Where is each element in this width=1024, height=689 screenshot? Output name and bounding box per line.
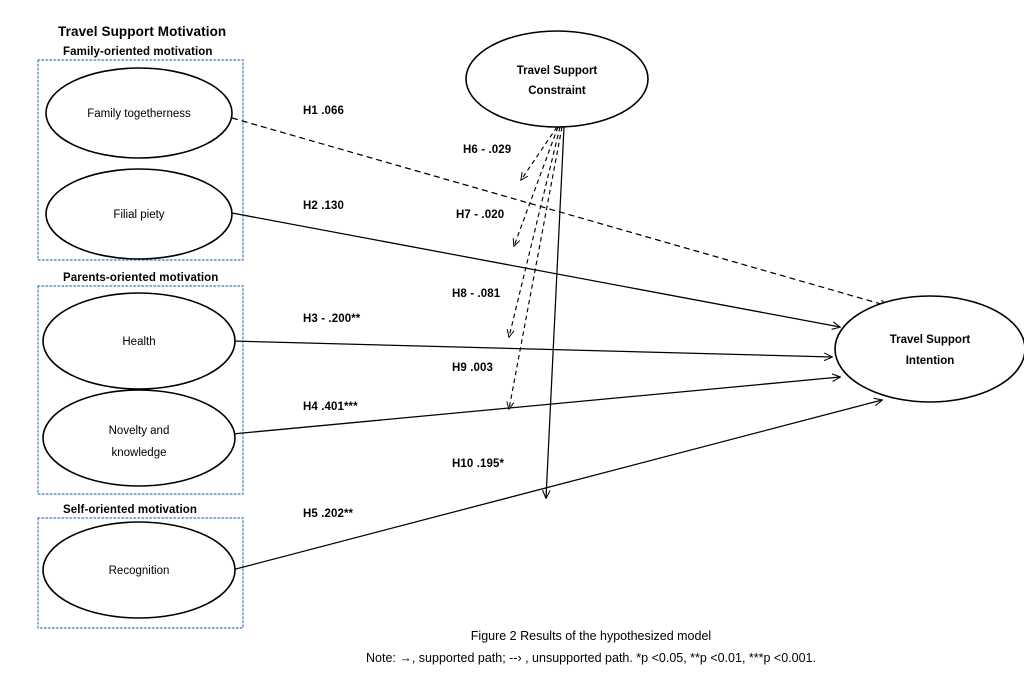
path-label-h7: H7 - .020 xyxy=(456,209,504,221)
path-h2-line xyxy=(231,212,840,327)
node-label-filial-piety: Filial piety xyxy=(113,209,164,221)
path-label-h3: H3 - .200** xyxy=(303,313,361,325)
node-family-togetherness[interactable] xyxy=(45,67,233,159)
group-box-family xyxy=(37,59,244,261)
path-h6-line xyxy=(521,126,558,180)
path-label-h2: H2 .130 xyxy=(303,200,344,212)
page-title: Travel Support Motivation xyxy=(58,24,226,39)
node-filial-piety[interactable] xyxy=(45,168,233,260)
node-novelty-knowledge[interactable] xyxy=(42,389,236,487)
node-recognition[interactable] xyxy=(42,521,236,619)
path-label-h8: H8 - .081 xyxy=(452,288,501,300)
node-label-novelty-line2: knowledge xyxy=(112,447,167,459)
node-label-intention-line1: Travel Support xyxy=(890,334,971,346)
node-label-recognition: Recognition xyxy=(109,565,170,577)
path-label-h9: H9 .003 xyxy=(452,362,493,374)
group-label-family: Family-oriented motivation xyxy=(63,46,213,58)
node-travel-support-intention[interactable] xyxy=(834,295,1024,403)
figure-caption-note: Note: →, supported path; --› , unsupport… xyxy=(366,651,816,665)
figure-caption-title: Figure 2 Results of the hypothesized mod… xyxy=(471,629,711,643)
group-box-parents xyxy=(37,285,244,495)
node-label-constraint-line1: Travel Support xyxy=(517,65,598,77)
node-label-health: Health xyxy=(122,336,155,348)
node-label-novelty-line1: Novelty and xyxy=(109,425,170,437)
node-label-constraint-line2: Constraint xyxy=(528,85,586,97)
node-label-intention-line2: Intention xyxy=(906,355,955,367)
path-h5-line xyxy=(231,400,882,571)
path-label-h1: H1 .066 xyxy=(303,105,344,117)
path-h4-line xyxy=(231,377,840,435)
path-h3-line xyxy=(231,340,832,357)
path-label-h4: H4 .401*** xyxy=(303,401,358,413)
path-label-h10: H10 .195* xyxy=(452,458,504,470)
node-health[interactable] xyxy=(42,292,236,390)
path-h9-line xyxy=(509,126,563,409)
path-label-h5: H5 .202** xyxy=(303,508,354,520)
path-h10-line xyxy=(546,126,565,498)
group-label-parents: Parents-oriented motivation xyxy=(63,272,218,284)
path-h8-line xyxy=(509,126,561,337)
node-travel-support-constraint[interactable] xyxy=(465,30,649,128)
node-label-family-togetherness: Family togetherness xyxy=(87,108,191,120)
group-box-self xyxy=(37,517,244,629)
group-label-self: Self-oriented motivation xyxy=(63,504,197,516)
path-h7-line xyxy=(514,126,559,246)
path-label-h6: H6 - .029 xyxy=(463,144,511,156)
